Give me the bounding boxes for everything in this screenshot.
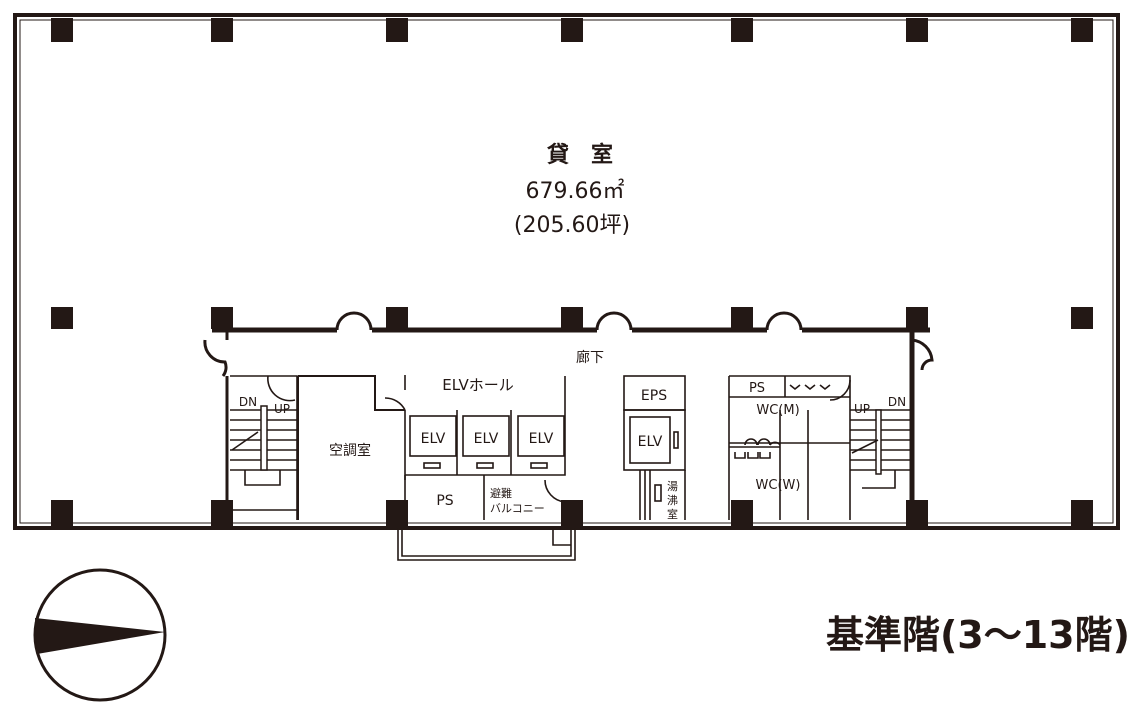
elv-3-label: ELV (529, 431, 554, 447)
elv-1-label: ELV (421, 431, 446, 447)
elv-hall-label: ELVホール (442, 376, 513, 394)
elevator-bank (397, 376, 576, 561)
corridor-walls (203, 311, 934, 520)
ahu-room-wall (297, 375, 405, 520)
stair-right-dn: DN (888, 395, 906, 409)
rental-room-label: 貸 室 (546, 142, 613, 168)
north-arrow-icon (33, 568, 167, 702)
wc-m-label: WC(M) (756, 403, 799, 418)
ps-label: PS (436, 493, 453, 509)
ahu-room-label: 空調室 (329, 442, 371, 459)
elv-4-label: ELV (638, 434, 663, 450)
rental-room-area-tsubo: (205.60坪) (514, 213, 630, 238)
eps-label: EPS (641, 388, 667, 404)
balcony-label-2: バルコニー (490, 502, 545, 515)
elv-hall-door (384, 375, 406, 411)
columns (51, 18, 1093, 526)
corridor-label: 廊下 (576, 349, 604, 366)
ps-label-2: PS (749, 381, 765, 396)
service-core (623, 375, 686, 520)
stair-left-up: UP (274, 402, 290, 416)
elv-2-label: ELV (474, 431, 499, 447)
kitchen-label-1: 湯 (667, 480, 678, 493)
outer-wall (13, 13, 1120, 530)
stair-left-dn: DN (239, 395, 257, 409)
kitchen-label-3: 室 (667, 507, 678, 521)
stair-right (850, 409, 910, 489)
balcony-label-1: 避難 (490, 486, 512, 500)
kitchen-label-2: 沸 (667, 494, 678, 507)
stair-right-up: UP (854, 402, 870, 416)
window-line (19, 19, 1114, 524)
floor-title: 基準階(3〜13階) (826, 613, 1130, 657)
rental-room-area-m2: 679.66㎡ (526, 178, 625, 204)
restrooms (728, 375, 851, 520)
wc-w-label: WC(W) (756, 478, 801, 493)
